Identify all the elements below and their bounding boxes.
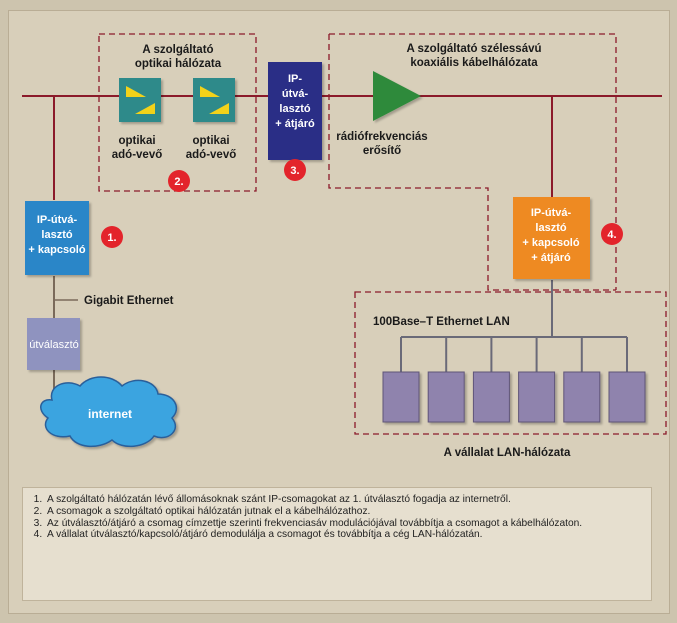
note-item: A szolgáltató hálózatán lévő állomásokna… — [45, 494, 643, 506]
label-line: adó-vevő — [112, 149, 163, 161]
company-lan-title: A vállalat LAN-hálózata — [444, 447, 571, 459]
label-line: IP- — [288, 73, 302, 85]
router-label: útválasztó — [29, 339, 79, 351]
optical-transceiver-2-label: optikai adó-vevő — [186, 135, 237, 161]
optical-transceiver-1 — [119, 78, 161, 122]
label-line: adó-vevő — [186, 149, 237, 161]
note-item: A csomagok a szolgáltató optikai hálózat… — [45, 506, 643, 518]
ip-router-switch-box — [25, 201, 89, 275]
badge-1: 1. — [101, 226, 123, 248]
lan-host — [382, 371, 420, 423]
badge-2: 2. — [168, 170, 190, 192]
router-box — [27, 318, 80, 370]
ip-router-gateway-box — [268, 62, 322, 160]
note-item: Az útválasztó/átjáró a csomag címzettje … — [45, 518, 643, 530]
label-line: A szolgáltató — [142, 44, 213, 56]
internet-label: internet — [88, 407, 132, 421]
label-line: optikai hálózata — [135, 58, 222, 70]
label-line: IP-útvá- — [531, 207, 572, 219]
lan-host — [608, 371, 646, 423]
label-line: + kapcsoló — [28, 244, 85, 256]
label-line: lasztó — [535, 222, 566, 234]
badge-2-text: 2. — [174, 176, 183, 188]
lan-segment-label: 100Base–T Ethernet LAN — [373, 316, 510, 328]
rf-amplifier-label: rádiófrekvenciás erősítő — [336, 131, 427, 157]
label-line: IP-útvá- — [37, 214, 78, 226]
badge-4-text: 4. — [607, 229, 616, 241]
internet-cloud-icon — [40, 376, 178, 448]
note-item: A vállalat útválasztó/kapcsoló/átjáró de… — [45, 529, 643, 541]
ip-router-gateway-label: IP-útvá-lasztó + átjáró — [275, 73, 315, 130]
badge-1-text: 1. — [107, 232, 116, 244]
label-line: koaxiális kábelhálózata — [410, 57, 538, 69]
optical-transceiver-2 — [193, 78, 235, 122]
company-lan-boundary — [354, 291, 667, 435]
provider-coax-network-boundary-top — [329, 33, 617, 290]
lan-host — [563, 371, 601, 423]
label-line: útvá- — [282, 88, 309, 100]
lan-hosts — [382, 337, 646, 423]
company-router-box — [513, 197, 590, 279]
lan-host — [472, 371, 510, 423]
gigabit-ethernet-label: Gigabit Ethernet — [84, 295, 174, 307]
badge-4: 4. — [601, 223, 623, 245]
badge-3-text: 3. — [290, 165, 299, 177]
provider-coax-network-boundary-bottom — [328, 34, 616, 291]
label-line: optikai — [192, 135, 229, 147]
provider-coax-network-title: A szolgáltató szélessávú koaxiális kábelh… — [406, 43, 541, 69]
label-line: + kapcsoló — [522, 237, 579, 249]
label-line: rádiófrekvenciás — [336, 131, 427, 143]
company-router-label: IP-útvá-lasztó + kapcsoló + átjáró — [522, 207, 579, 264]
lan-host — [518, 371, 556, 423]
label-line: + átjáró — [531, 252, 571, 264]
notes-box: A szolgáltató hálózatán lévő állomásokna… — [22, 487, 652, 601]
provider-optical-network-title: A szolgáltató optikai hálózata — [135, 44, 222, 70]
label-line: lasztó — [41, 229, 72, 241]
label-line: erősítő — [363, 145, 401, 157]
label-line: lasztó — [279, 103, 310, 115]
lan-host — [427, 371, 465, 423]
label-line: + átjáró — [275, 118, 315, 130]
badge-3: 3. — [284, 159, 306, 181]
label-line: A szolgáltató szélessávú — [406, 43, 541, 55]
notes-list: A szolgáltató hálózatán lévő állomásokna… — [23, 494, 651, 541]
rf-amplifier-icon — [373, 71, 421, 121]
ip-router-switch-label: IP-útvá-lasztó + kapcsoló — [28, 214, 85, 256]
label-line: optikai — [118, 135, 155, 147]
optical-transceiver-1-label: optikai adó-vevő — [112, 135, 163, 161]
